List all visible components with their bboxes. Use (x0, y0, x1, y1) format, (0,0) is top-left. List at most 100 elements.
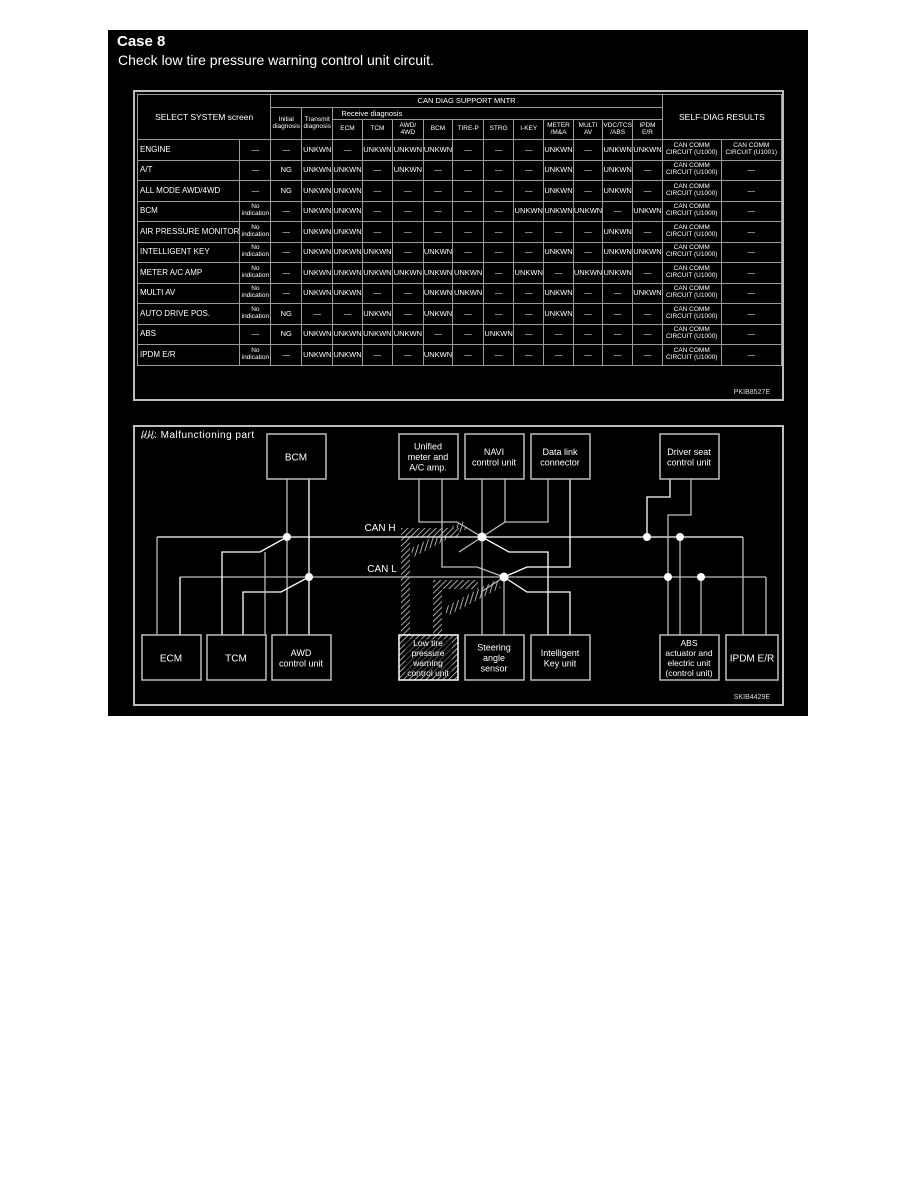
initial-diagnosis-cell: — (270, 200, 303, 222)
self-diag-result-1-cell: CAN COMM CIRCUIT (U1000) (661, 303, 722, 325)
receive-col-header: IPDM E/R (632, 119, 663, 140)
receive-cell: UNKWN (422, 282, 454, 304)
low-tire-label: pressure (411, 648, 444, 658)
abs-box (659, 634, 720, 681)
steering-box (464, 634, 525, 681)
diagram-figure-code: SKIB4429E (733, 694, 770, 701)
system-name-cell: AUTO DRIVE POS. (136, 303, 241, 325)
bcm-box (266, 433, 327, 480)
abs-label: (control unit) (665, 668, 712, 678)
initial-diagnosis-cell: — (270, 221, 303, 243)
bcm-label: BCM (285, 453, 307, 464)
self-diag-result-1-cell: CAN COMM CIRCUIT (U1000) (661, 139, 722, 161)
self-diag-result-1-cell: CAN COMM CIRCUIT (U1000) (661, 344, 722, 366)
tcm-label: TCM (225, 654, 247, 665)
receive-cell: — (513, 159, 545, 181)
receive-cell: UNKWN (602, 262, 634, 284)
receive-cell: — (482, 282, 515, 304)
screen-cell: No indication (239, 221, 272, 243)
receive-cell: UNKWN (422, 303, 454, 325)
receive-cell: — (632, 159, 663, 181)
transmit-diagnosis-cell: UNKWN (301, 344, 334, 366)
receive-cell: — (513, 344, 545, 366)
receive-cell: UNKWN (632, 139, 663, 161)
receive-cell: UNKWN (632, 282, 663, 304)
transmit-diagnosis-cell: UNKWN (301, 180, 334, 202)
receive-cell: — (332, 139, 363, 161)
intelligent-key-box (530, 634, 591, 681)
receive-cell: — (392, 282, 424, 304)
receive-cell: UNKWN (392, 323, 424, 345)
receive-cell: — (572, 139, 604, 161)
receive-col-header: TCM (361, 119, 394, 140)
data-link-connector-box (530, 433, 591, 480)
case-panel: Case 8 Check low tire pressure warning c… (108, 30, 808, 716)
receive-cell: — (632, 303, 663, 325)
receive-cell: — (392, 241, 424, 263)
receive-cell: — (361, 344, 394, 366)
receive-cell: UNKWN (422, 241, 454, 263)
receive-cell: — (392, 303, 424, 325)
self-diag-result-1-cell: CAN COMM CIRCUIT (U1000) (661, 200, 722, 222)
receive-cell: — (452, 323, 484, 345)
self-diag-result-1-cell: CAN COMM CIRCUIT (U1000) (661, 180, 722, 202)
data-link-label: connector (540, 457, 580, 467)
low-tire-label: control unit (407, 668, 449, 678)
can-l-label: CAN L (367, 564, 397, 575)
can-diag-table: SELECT SYSTEM screen CAN DIAG SUPPORT MN… (136, 94, 783, 366)
receive-col-header: BCM (422, 119, 454, 140)
self-diag-result-2-cell: CAN COMM CIRCUIT (U1001) (720, 139, 783, 161)
system-name-cell: AIR PRESSURE MONITOR (136, 221, 241, 243)
self-diag-result-1-cell: CAN COMM CIRCUIT (U1000) (661, 323, 722, 345)
data-link-label: Data link (542, 447, 578, 457)
receive-cell: UNKWN (332, 200, 363, 222)
ecm-box (141, 634, 202, 681)
receive-cell: UNKWN (543, 241, 574, 263)
receive-cell: — (572, 221, 604, 243)
receive-cell: — (572, 282, 604, 304)
receive-cell: UNKWN (513, 200, 545, 222)
screen-cell: No indication (239, 200, 272, 222)
receive-cell: — (572, 323, 604, 345)
receive-cell: — (452, 200, 484, 222)
screen-cell: — (239, 180, 272, 202)
screen-cell: No indication (239, 241, 272, 263)
tcm-box (206, 634, 267, 681)
receive-cell: — (452, 180, 484, 202)
receive-col-header: METER /M&A (543, 119, 574, 140)
select-system-header: SELECT SYSTEM screen (136, 94, 272, 140)
driver-seat-label: Driver seat (667, 447, 711, 457)
receive-cell: — (513, 323, 545, 345)
initial-diagnosis-cell: — (270, 262, 303, 284)
receive-cell: — (632, 221, 663, 243)
ecm-label: ECM (160, 654, 182, 665)
receive-cell: UNKWN (361, 139, 394, 161)
receive-cell: UNKWN (543, 139, 574, 161)
screen-cell: — (239, 159, 272, 181)
receive-cell: — (361, 159, 394, 181)
self-diag-result-1-cell: CAN COMM CIRCUIT (U1000) (661, 282, 722, 304)
receive-cell: — (452, 344, 484, 366)
receive-cell: — (482, 180, 515, 202)
receive-cell: UNKWN (392, 262, 424, 284)
receive-cell: — (632, 323, 663, 345)
receive-cell: — (482, 303, 515, 325)
receive-cell: — (452, 159, 484, 181)
awd-label: AWD (291, 648, 312, 658)
receive-cell: UNKWN (332, 344, 363, 366)
initial-diagnosis-cell: NG (270, 323, 303, 345)
receive-cell: — (543, 323, 574, 345)
receive-cell: UNKWN (332, 262, 363, 284)
self-diag-result-1-cell: CAN COMM CIRCUIT (U1000) (661, 159, 722, 181)
intelligent-key-label: Key unit (544, 658, 577, 668)
can-h-label: CAN H (364, 523, 395, 534)
receive-cell: — (422, 200, 454, 222)
receive-cell: — (452, 221, 484, 243)
case-description: Check low tire pressure warning control … (118, 52, 434, 68)
initial-diagnosis-cell: NG (270, 180, 303, 202)
case-title: Case 8 (117, 33, 166, 50)
driver-seat-label: control unit (667, 457, 712, 467)
self-diag-result-2-cell: — (720, 344, 783, 366)
